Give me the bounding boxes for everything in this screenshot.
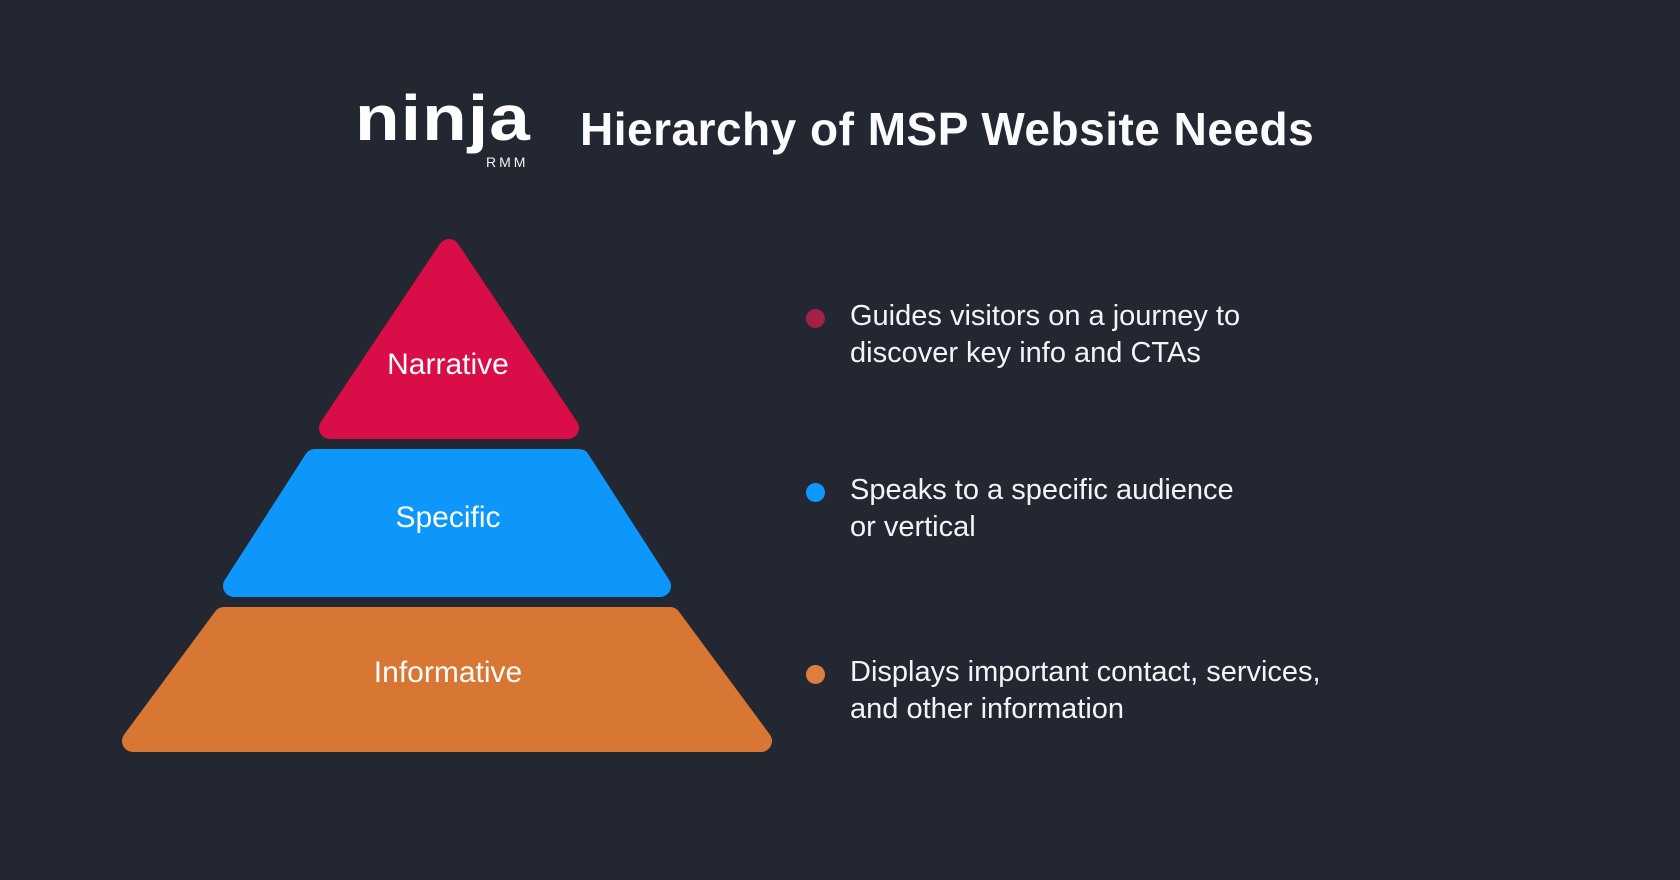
bullet-item-narrative: Guides visitors on a journey to discover… <box>806 298 1240 372</box>
tier-label-informative: Informative <box>373 656 523 689</box>
bullet-line: Guides visitors on a journey to <box>850 300 1241 332</box>
bullet-dot-red <box>806 309 825 328</box>
page-title: Hierarchy of MSP Website Needs <box>580 103 1315 155</box>
bullet-line: discover key info and CTAs <box>850 337 1201 369</box>
bullet-text-narrative: Guides visitors on a journey to discover… <box>850 298 1240 372</box>
pyramid-tier-narrative <box>319 239 579 439</box>
bullet-line: Displays important contact, services, <box>850 656 1321 688</box>
bullet-line: and other information <box>850 693 1125 725</box>
bullet-dot-orange <box>806 665 825 684</box>
bullet-line: Speaks to a specific audience <box>850 474 1234 506</box>
bullet-text-specific: Speaks to a specific audience or vertica… <box>850 472 1234 546</box>
tier-label-specific: Specific <box>395 501 501 534</box>
pyramid-tier-specific <box>223 449 671 597</box>
bullet-dot-blue <box>806 483 825 502</box>
bullet-text-informative: Displays important contact, services, an… <box>850 654 1321 728</box>
ninjarmm-logo: ninja RMM <box>355 86 565 178</box>
bullet-item-informative: Displays important contact, services, an… <box>806 654 1321 728</box>
bullet-line: or vertical <box>850 511 976 543</box>
pyramid-tier-informative <box>122 607 772 752</box>
ninja-wordmark: ninja <box>355 82 531 154</box>
bullet-item-specific: Speaks to a specific audience or vertica… <box>806 472 1234 546</box>
rmm-subtext: RMM <box>486 154 529 170</box>
tier-label-narrative: Narrative <box>387 348 509 381</box>
